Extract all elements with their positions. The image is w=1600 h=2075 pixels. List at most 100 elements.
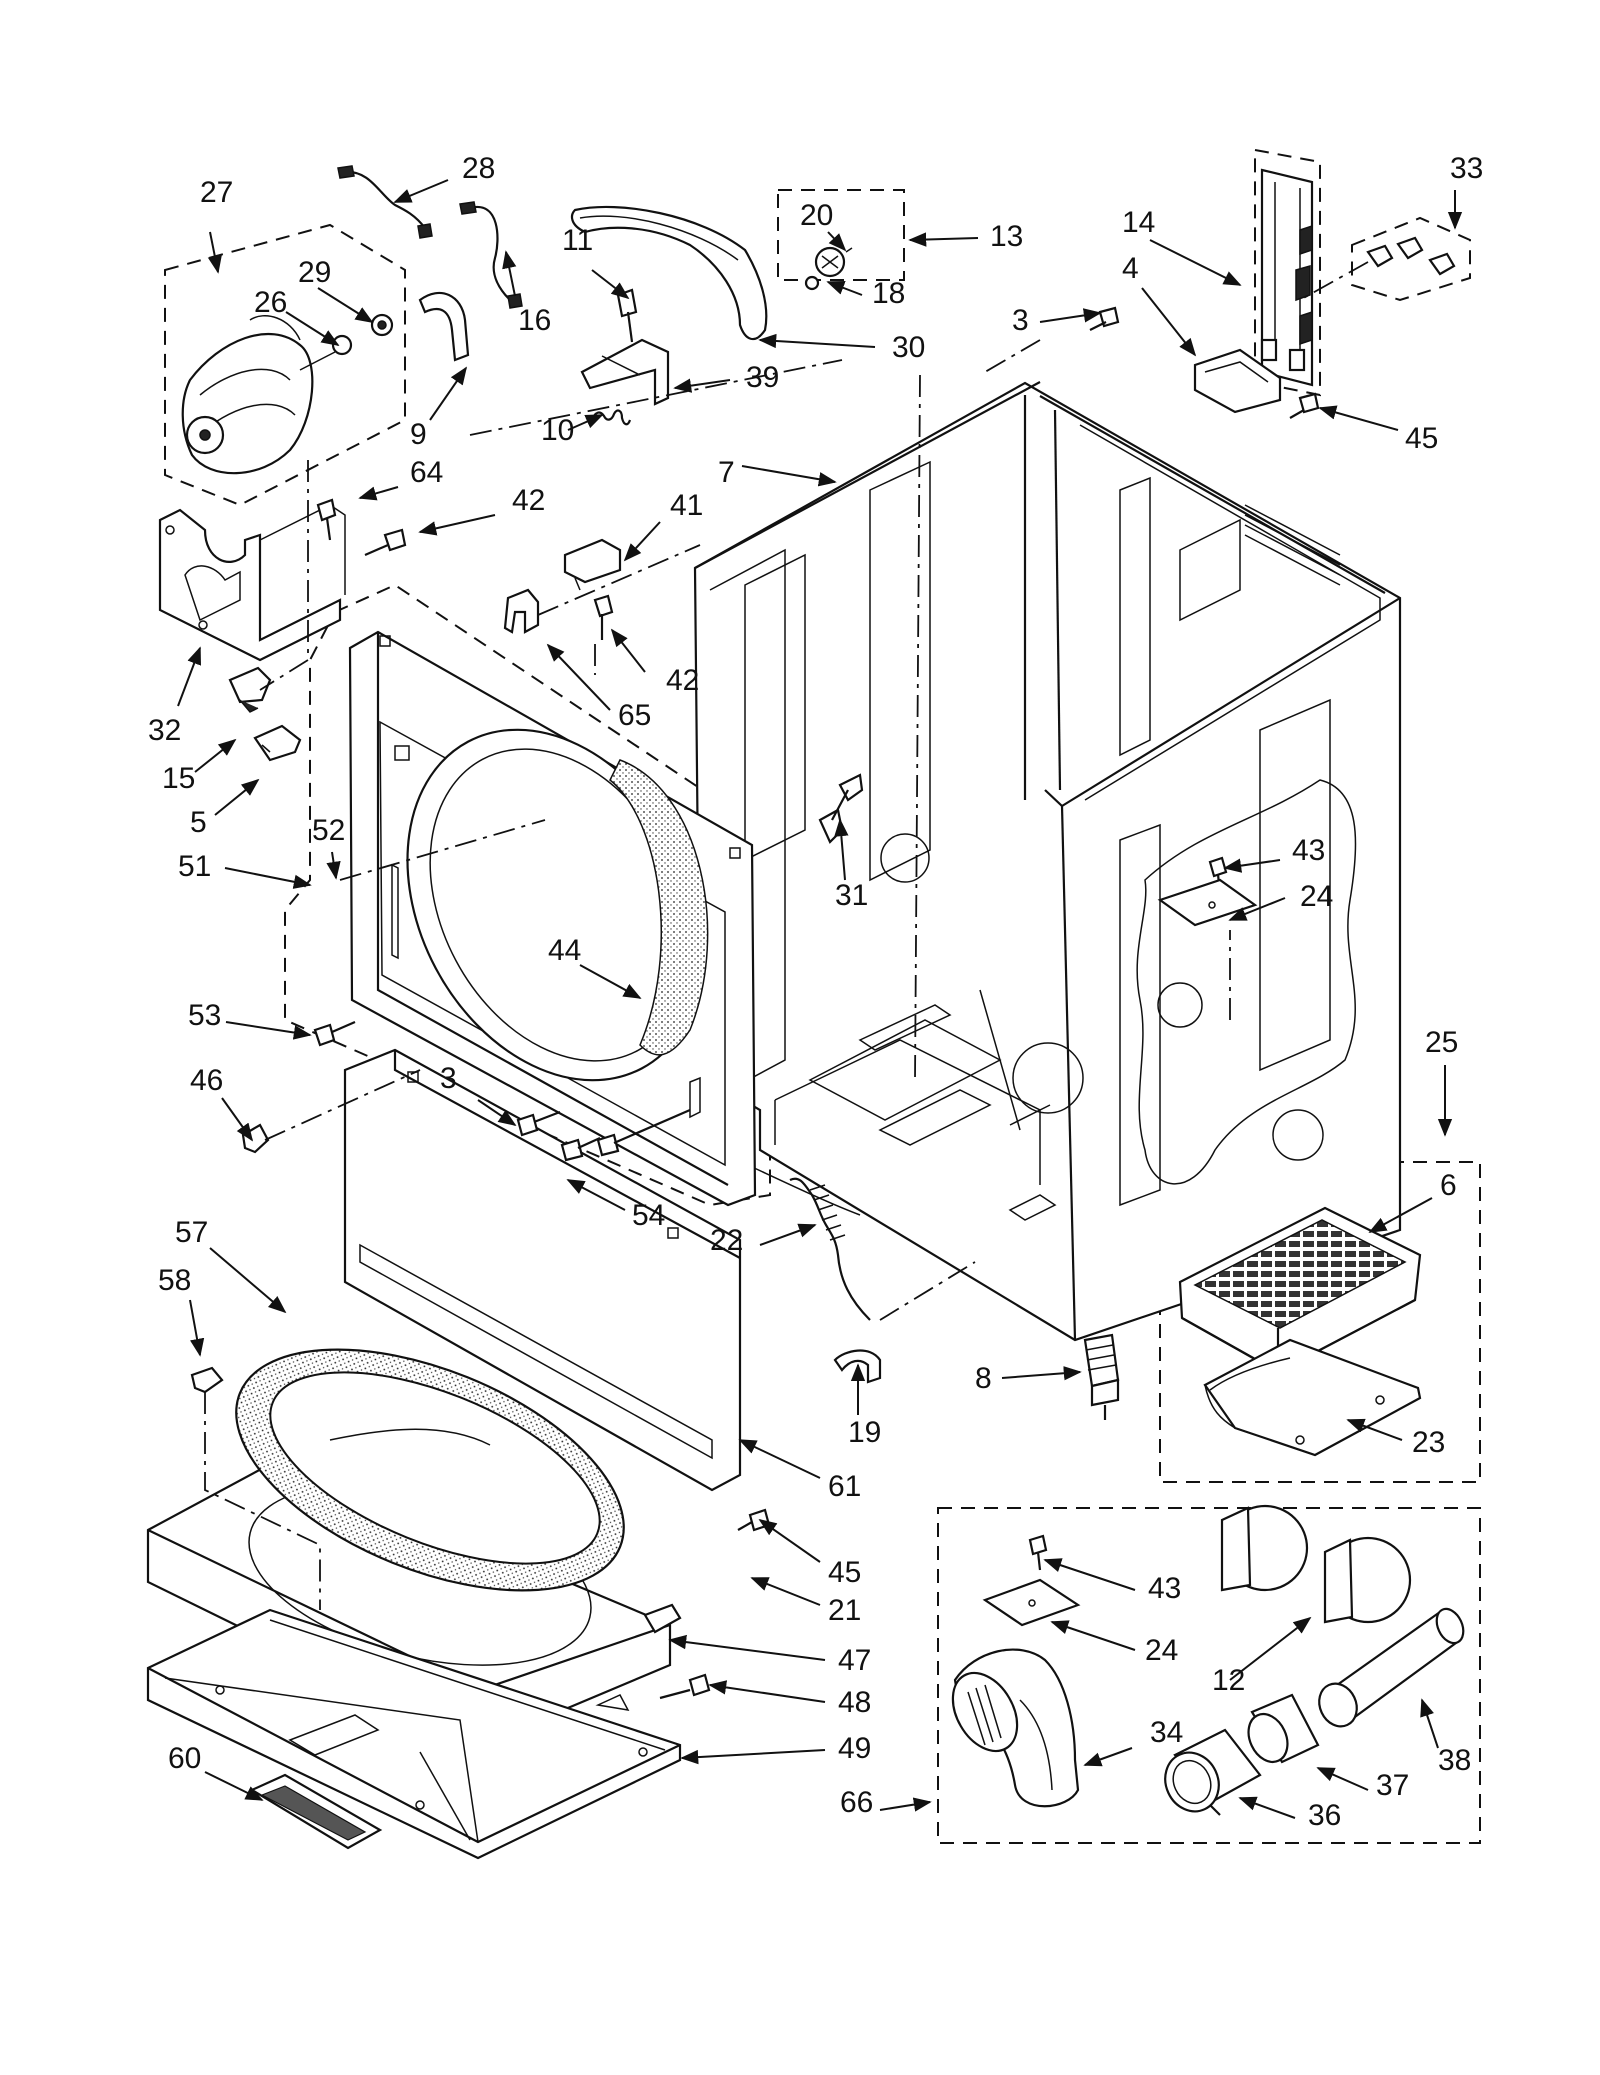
callout-arrow-32 xyxy=(177,646,201,707)
callout-arrow-54 xyxy=(566,1179,626,1211)
callout-label-19: 19 xyxy=(848,1416,881,1449)
callout-arrow-7 xyxy=(741,465,837,487)
callout-arrow-8 xyxy=(1001,1366,1082,1381)
callout-arrow-22 xyxy=(759,1223,817,1246)
terminal-block-group-box xyxy=(1254,148,1321,397)
callout-label-44: 44 xyxy=(548,934,581,967)
callout-label-29: 29 xyxy=(298,256,331,289)
callout-label-37: 37 xyxy=(1376,1769,1409,1802)
callout-label-38: 38 xyxy=(1438,1744,1471,1777)
callout-arrow-57 xyxy=(209,1247,287,1314)
toe-panel xyxy=(343,1048,742,1492)
callout-arrow-49 xyxy=(680,1749,826,1765)
idler-group-box xyxy=(777,189,905,281)
callout-label-52: 52 xyxy=(312,814,345,847)
callout-label-10: 10 xyxy=(541,414,574,447)
callout-arrow-4 xyxy=(1141,287,1197,357)
callout-arrow-61 xyxy=(738,1439,821,1479)
callout-label-22: 22 xyxy=(710,1224,743,1257)
callout-arrow-64 xyxy=(358,486,399,501)
callout-label-36: 36 xyxy=(1308,1799,1341,1832)
callout-arrow-28 xyxy=(393,179,449,203)
callout-label-42: 42 xyxy=(666,664,699,697)
callout-label-4: 4 xyxy=(1122,252,1139,285)
callout-arrow-38 xyxy=(1420,1698,1439,1749)
callout-label-61: 61 xyxy=(828,1470,861,1503)
callout-arrow-43 xyxy=(1223,858,1281,873)
callout-arrow-23 xyxy=(1346,1418,1403,1441)
callout-arrow-43 xyxy=(1043,1558,1136,1591)
alignment-lines xyxy=(264,339,1231,1141)
callout-label-20: 20 xyxy=(800,199,833,232)
callout-label-49: 49 xyxy=(838,1732,871,1765)
callout-label-18: 18 xyxy=(872,277,905,310)
callout-label-24: 24 xyxy=(1300,880,1333,913)
callout-label-30: 30 xyxy=(892,331,925,364)
cabinet xyxy=(693,381,1402,1342)
callout-label-66: 66 xyxy=(840,1786,873,1819)
callout-arrow-6 xyxy=(1368,1197,1433,1233)
callout-label-9: 9 xyxy=(410,418,427,451)
front-panel-group-box xyxy=(284,583,771,1207)
callout-label-46: 46 xyxy=(190,1064,223,1097)
callout-label-3: 3 xyxy=(440,1062,457,1095)
callout-label-34: 34 xyxy=(1150,1716,1183,1749)
callout-label-54: 54 xyxy=(632,1199,665,1232)
callout-arrow-24 xyxy=(1050,1620,1136,1651)
switch-and-clips xyxy=(503,538,864,844)
callout-arrow-15 xyxy=(194,738,237,773)
callout-label-58: 58 xyxy=(158,1264,191,1297)
clip-group-box xyxy=(1351,216,1471,302)
callout-arrow-12 xyxy=(1229,1616,1312,1681)
hardware xyxy=(190,306,1320,1700)
callout-arrow-53 xyxy=(225,1021,312,1040)
callout-label-13: 13 xyxy=(990,220,1023,253)
callout-arrow-42 xyxy=(418,514,496,536)
callout-arrow-36 xyxy=(1238,1796,1296,1819)
callout-arrow-41 xyxy=(623,521,661,562)
callout-arrow-13 xyxy=(908,232,979,247)
callout-label-16: 16 xyxy=(518,304,551,337)
callout-label-60: 60 xyxy=(168,1742,201,1775)
callout-label-33: 33 xyxy=(1450,152,1483,185)
callout-arrow-42 xyxy=(610,628,646,673)
callout-arrow-14 xyxy=(1149,239,1242,286)
callout-label-11: 11 xyxy=(562,224,593,257)
callout-arrow-47 xyxy=(668,1634,826,1661)
door-assembly xyxy=(146,1458,682,1860)
door-seal xyxy=(235,1348,625,1592)
callout-label-48: 48 xyxy=(838,1686,871,1719)
door-handle xyxy=(249,1773,383,1850)
callout-label-53: 53 xyxy=(188,999,221,1032)
callout-label-51: 51 xyxy=(178,850,211,883)
motor-group-box xyxy=(164,223,406,507)
idler-bracket xyxy=(580,288,670,426)
callout-label-27: 27 xyxy=(200,176,233,209)
callout-arrow-21 xyxy=(750,1577,821,1606)
callout-arrow-9 xyxy=(429,366,468,421)
callout-label-43: 43 xyxy=(1148,1572,1181,1605)
callout-arrow-37 xyxy=(1316,1767,1369,1791)
callout-label-21: 21 xyxy=(828,1594,861,1627)
callout-label-64: 64 xyxy=(410,456,443,489)
callout-label-42: 42 xyxy=(512,484,545,517)
drive-motor xyxy=(181,313,394,475)
callout-label-12: 12 xyxy=(1212,1664,1245,1697)
spring-and-clip xyxy=(789,1177,976,1384)
idler-pulley xyxy=(804,246,853,291)
callout-label-32: 32 xyxy=(148,714,181,747)
callout-arrow-46 xyxy=(221,1097,254,1142)
callout-label-43: 43 xyxy=(1292,834,1325,867)
callout-arrow-27 xyxy=(207,231,222,274)
callout-label-24: 24 xyxy=(1145,1634,1178,1667)
callout-arrow-20 xyxy=(827,231,847,252)
callout-arrow-3 xyxy=(1039,308,1102,323)
callout-label-6: 6 xyxy=(1440,1169,1457,1202)
callout-label-15: 15 xyxy=(162,762,195,795)
callout-label-8: 8 xyxy=(975,1362,992,1395)
callout-label-28: 28 xyxy=(462,152,495,185)
callout-arrow-51 xyxy=(224,867,312,889)
callout-arrow-11 xyxy=(591,269,630,300)
